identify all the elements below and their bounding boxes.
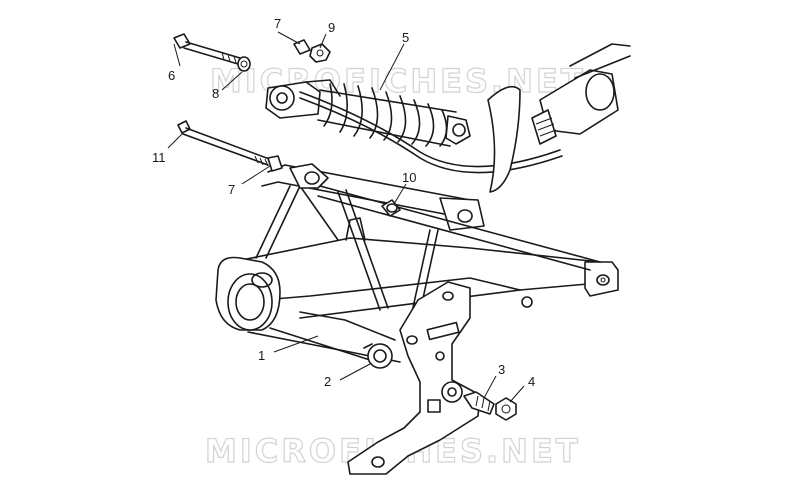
washer-7-upper: [293, 39, 311, 55]
callout-1: 1: [258, 348, 265, 363]
watermark-top: MICROFICHES.NET: [210, 62, 586, 100]
nut-4: [495, 397, 517, 421]
callout-10: 10: [402, 170, 416, 185]
swingarm: [215, 217, 619, 363]
shock-absorber-5: [265, 79, 563, 174]
washer-8: [237, 56, 251, 72]
bushing-2: [363, 343, 393, 369]
callout-8: 8: [212, 86, 219, 101]
callout-4: 4: [528, 374, 535, 389]
callout-9: 9: [328, 20, 335, 35]
callout-7-lower: 7: [228, 182, 235, 197]
leader-lines: [167, 31, 525, 403]
remote-reservoir: [487, 43, 631, 193]
callout-5: 5: [402, 30, 409, 45]
callout-11: 11: [152, 150, 166, 165]
upper-truss: [255, 163, 601, 313]
nut-9: [309, 43, 331, 63]
callout-6: 6: [168, 68, 175, 83]
callout-7-top: 7: [274, 16, 281, 31]
callout-2: 2: [324, 374, 331, 389]
spacer-10: [381, 199, 401, 217]
bolt-3: [463, 391, 495, 415]
callout-3: 3: [498, 362, 505, 377]
bracket-plate: [347, 281, 481, 475]
bolt-11: [177, 120, 273, 167]
bolt-6: [173, 33, 241, 65]
washer-7-lower: [267, 155, 283, 172]
